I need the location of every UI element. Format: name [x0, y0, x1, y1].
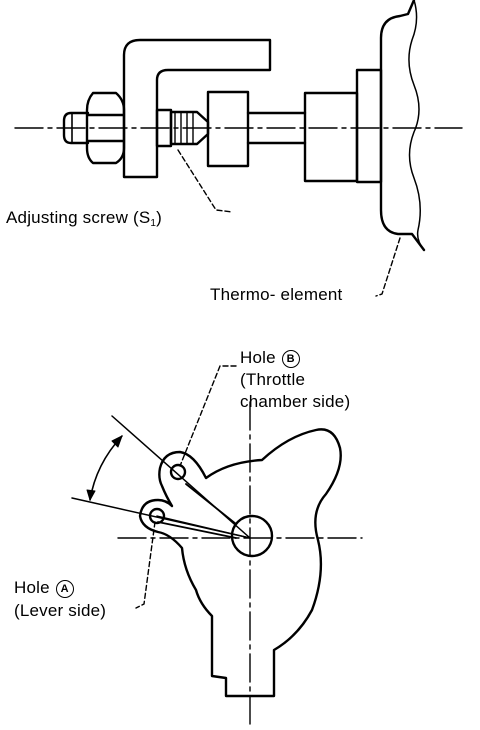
bottom-assembly	[71, 365, 363, 729]
center-boss	[230, 514, 274, 558]
adjusting-screw-leader	[177, 149, 233, 213]
thermo-element-label: Thermo- element	[210, 285, 343, 304]
angle-arrow-lower	[86, 489, 96, 501]
lever-plate	[138, 428, 342, 698]
hole-b-prefix: Hole	[240, 348, 276, 367]
hole-a	[148, 507, 166, 525]
plunger	[206, 90, 250, 168]
lever-arm-b-edge	[185, 483, 237, 525]
adjusting-screw-label: Adjusting screw (S1)	[6, 208, 162, 234]
hole-a-prefix: Hole	[14, 578, 50, 597]
adjusting-screw-text: Adjusting screw (S	[6, 208, 151, 227]
thermo-bulb	[379, 0, 426, 252]
lever-arm-a-edge	[157, 521, 237, 539]
bracket	[122, 38, 272, 179]
hole-a-line2: (Lever side)	[14, 601, 107, 620]
thermo-element-leader	[375, 237, 401, 297]
hole-b-mark: B	[281, 350, 300, 368]
element-flange	[355, 68, 383, 184]
element-body	[303, 91, 359, 183]
angle-arrow-upper	[111, 435, 123, 448]
break-line	[408, 0, 425, 251]
adjusting-screw-close: )	[156, 208, 163, 227]
hole-a-leader	[135, 521, 156, 609]
hole-b	[169, 463, 187, 481]
hole-b-label: Hole B (Throttle chamber side)	[240, 347, 350, 413]
adjusting-screw-subscript: 1	[150, 218, 157, 229]
hole-b-line3: chamber side)	[240, 392, 351, 411]
hole-b-line2: (Throttle	[240, 370, 306, 389]
top-assembly	[14, 0, 463, 297]
hole-a-label: Hole A (Lever side)	[14, 576, 106, 622]
hole-a-mark: A	[55, 580, 74, 598]
screw-tip	[62, 111, 90, 145]
hole-b-leader	[179, 365, 237, 467]
